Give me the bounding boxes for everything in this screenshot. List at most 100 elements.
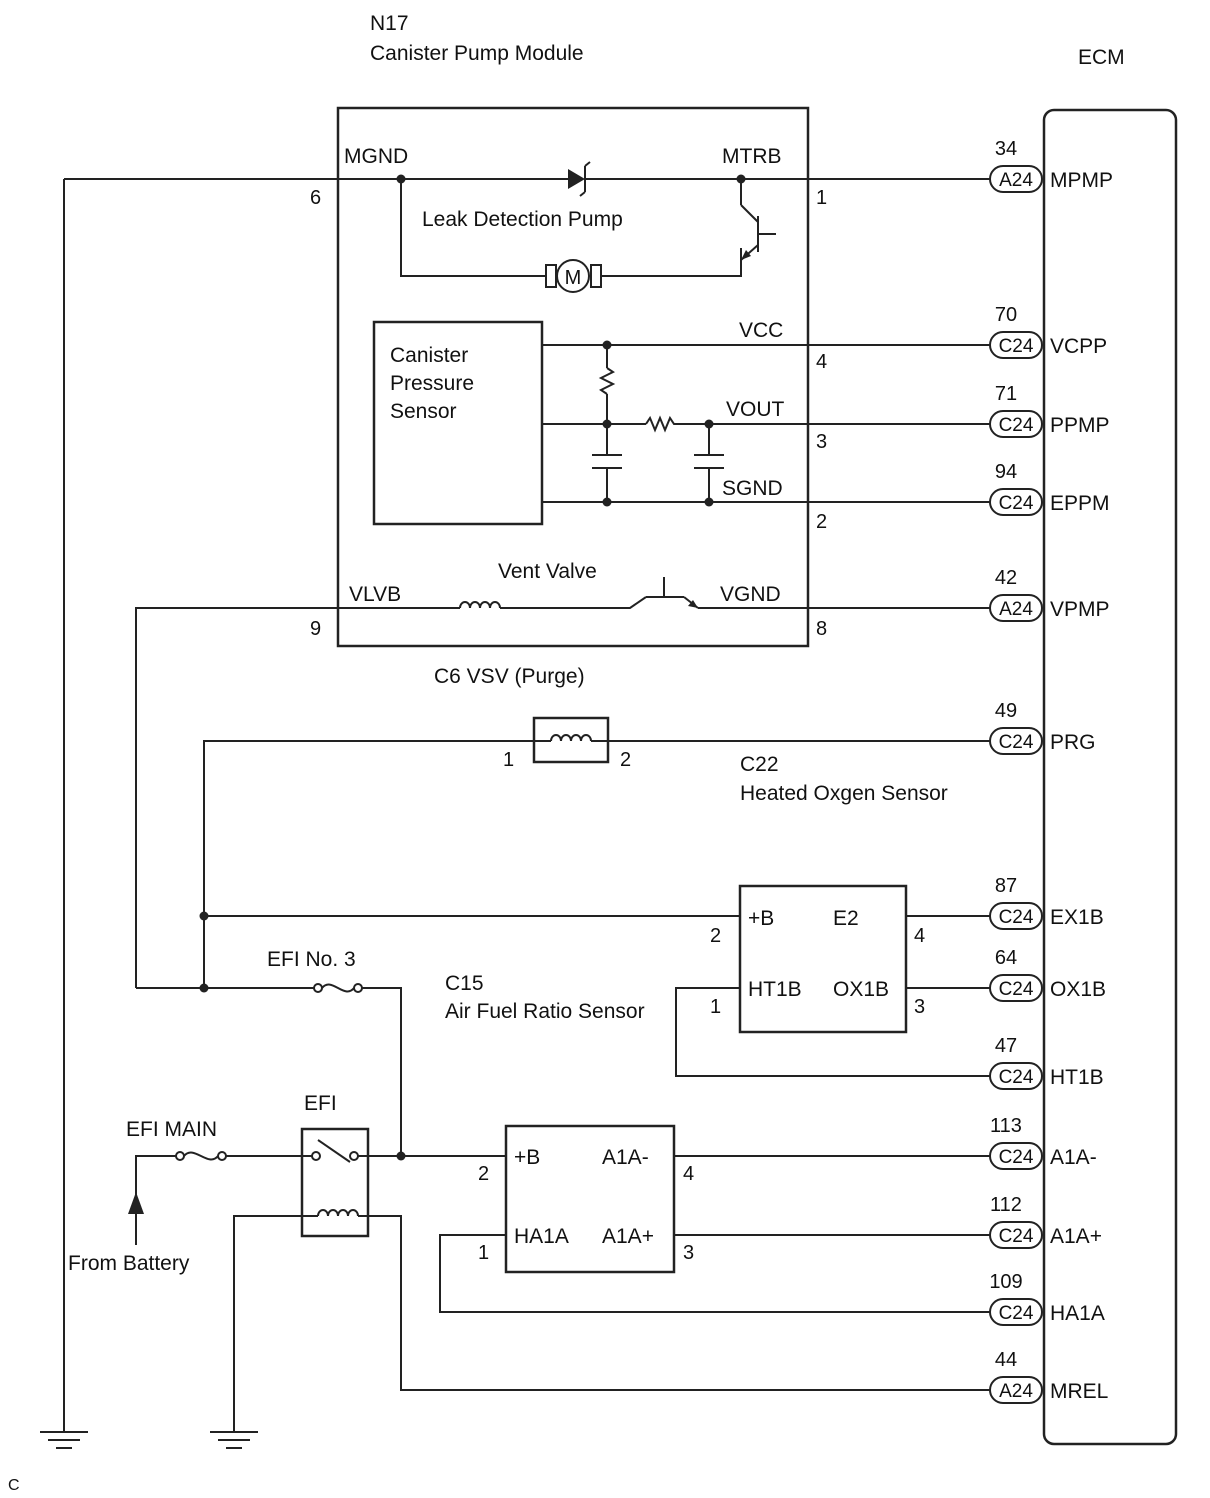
o2-sensor-box [738,884,908,1034]
af-sensor-box [504,1124,676,1274]
o2-terminal-b: +B [748,907,774,930]
pressure-sensor-line2: Pressure [390,372,474,395]
o2-pin-ox1b: 3 [914,996,925,1018]
o2-pin-e2: 4 [914,925,925,947]
af-pin-b: 2 [478,1163,489,1185]
ecm-connector-oval [989,727,1043,755]
ecm-terminal-name: PPMP [1050,414,1110,437]
efi-main-circuit [128,1151,314,1245]
module-name: Canister Pump Module [370,42,584,65]
o2-terminal-ht1b: HT1B [748,978,802,1001]
ecm-terminal-name: HA1A [1050,1302,1105,1325]
ecm-terminal-name: VPMP [1050,598,1110,621]
corner-mark: C [8,1477,20,1494]
ecm-pin-number: 47 [995,1035,1017,1057]
junction-vout-b [704,419,714,429]
ecm-pin-number: 34 [995,138,1017,160]
efi-no3-label: EFI No. 3 [267,948,356,971]
ecm-connector-oval [989,1062,1043,1090]
module-ref: N17 [370,12,409,35]
ecm-connector-code: C24 [999,907,1034,928]
ecm-connector-oval [989,1376,1043,1404]
af-terminal-b: +B [514,1146,540,1169]
wire-mpmp [63,161,990,1432]
ecm-connector-oval [989,902,1043,930]
ecm-connector-oval [989,594,1043,622]
o2-sensor-name: Heated Oxgen Sensor [740,782,948,805]
af-terminal-a1a-plus: A1A+ [602,1225,654,1248]
pressure-sensor-line1: Canister [390,344,468,367]
af-pin-a1a-plus: 3 [683,1242,694,1264]
junction-efi-no3 [199,983,209,993]
af-terminal-ha1a: HA1A [514,1225,569,1248]
af-sensor-ref: C15 [445,972,484,995]
ecm-connector-code: C24 [999,1067,1034,1088]
ecm-connector-oval [989,1298,1043,1326]
o2-pin-ht1b: 1 [710,996,721,1018]
ecm-pin-number: 71 [995,383,1017,405]
terminal-vlvb: VLVB [349,583,401,606]
junction-efi [396,1151,406,1161]
vent-valve-circuit [135,577,990,988]
pin-mtrb: 1 [816,187,827,209]
ecm-pin-number: 44 [995,1349,1017,1371]
ecm-terminal-name: VCPP [1050,335,1107,358]
efi-relay-label: EFI [304,1092,337,1115]
o2-sensor-wires [204,915,990,1077]
vsv-label: C6 VSV (Purge) [434,665,585,688]
af-pin-a1a-minus: 4 [683,1163,694,1185]
ecm-terminal-name: A1A- [1050,1146,1097,1169]
af-sensor-name: Air Fuel Ratio Sensor [445,1000,645,1023]
ecm-pin-number: 87 [995,875,1017,897]
junction-vout-a [602,419,612,429]
efi-relay [233,1127,990,1432]
o2-terminal-e2: E2 [833,907,859,930]
ecm-connector-code: C24 [999,415,1034,436]
terminal-vout: VOUT [726,398,785,421]
pressure-sensor-line3: Sensor [390,400,457,423]
ecm-label: ECM [1078,46,1125,69]
o2-pin-b: 2 [710,925,721,947]
junction-sgnd-b [704,497,714,507]
ecm-connector-code: C24 [999,979,1034,1000]
ecm-connector-code: A24 [999,599,1033,620]
ecm-terminal-name: A1A+ [1050,1225,1102,1248]
ecm-connector-oval [989,410,1043,438]
ground-symbol-left [40,1431,88,1449]
ecm-connector-oval [989,331,1043,359]
ecm-pin-number: 94 [995,461,1017,483]
vsv-purge [203,716,990,988]
ecm-pin-number: 112 [990,1194,1022,1216]
sensor-circuit [542,344,990,503]
terminal-mtrb: MTRB [722,145,782,168]
terminal-vcc: VCC [739,319,783,342]
junction-vcc [602,340,612,350]
ecm-pin-group: A2434MPMPC2470VCPPC2471PPMPC2494EPPMA244… [989,138,1113,1404]
ecm-connector-code: C24 [999,336,1034,357]
from-battery-label: From Battery [68,1252,190,1275]
pin-sgnd: 2 [816,511,827,533]
ecm-connector-oval [989,165,1043,193]
vsv-pin-1: 1 [503,749,514,771]
ecm-terminal-name: PRG [1050,731,1096,754]
af-sensor-wires [439,1155,990,1313]
ecm-terminal-name: EPPM [1050,492,1110,515]
ecm-pin-number: 42 [995,567,1017,589]
pin-vlvb: 9 [310,618,321,640]
terminal-mgnd: MGND [344,145,408,168]
ecm-terminal-name: EX1B [1050,906,1104,929]
junction-o2-b [199,911,209,921]
o2-sensor-ref: C22 [740,753,779,776]
ecm-connector-code: C24 [999,1226,1034,1247]
